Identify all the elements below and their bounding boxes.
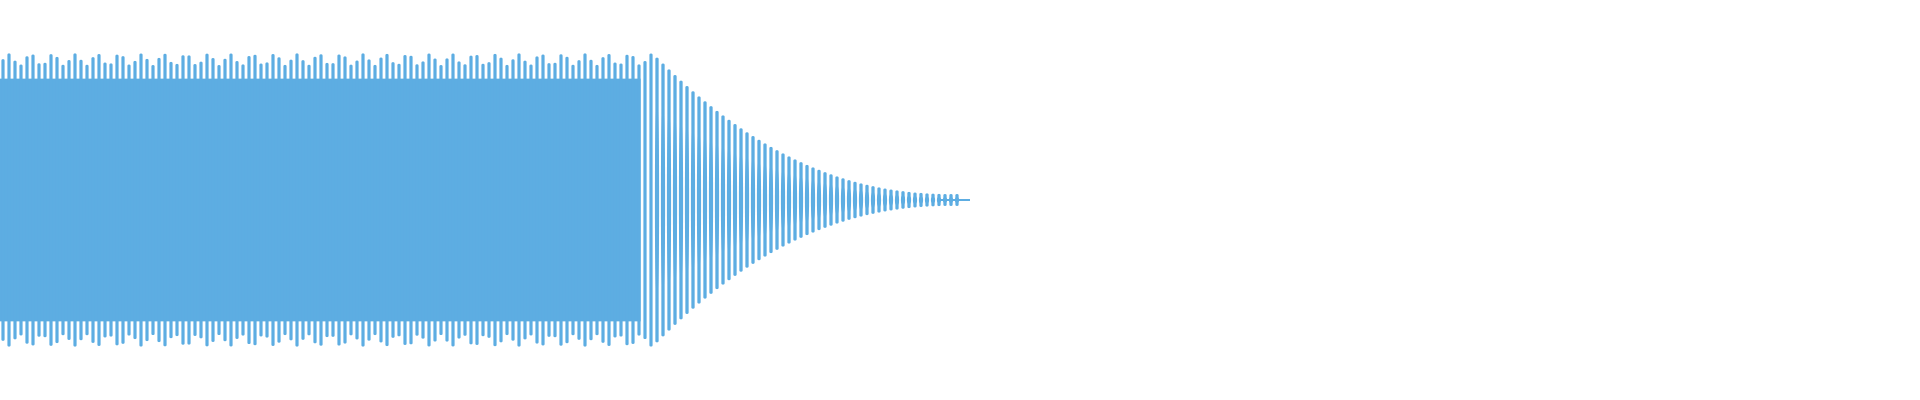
waveform-decay-lobe xyxy=(840,181,846,219)
waveform-decay-lobe xyxy=(726,129,732,271)
waveform-decay-lobe xyxy=(912,194,918,206)
waveform-decay-lobe xyxy=(804,169,810,231)
waveform-decay-lobe xyxy=(744,140,750,260)
waveform-decay-lobe xyxy=(822,176,828,224)
waveform-decay-lobe xyxy=(918,195,924,205)
waveform-decay-lobe xyxy=(894,192,900,208)
waveform-decay-lobe xyxy=(852,185,858,215)
waveform-decay-lobe xyxy=(738,136,744,264)
waveform-decay-lobe xyxy=(696,108,702,292)
waveform-decay-lobe xyxy=(666,83,672,317)
waveform-decay-lobe xyxy=(870,189,876,211)
waveform-decay-lobe xyxy=(792,164,798,236)
waveform-bars xyxy=(0,53,970,347)
waveform-decay-lobe xyxy=(846,183,852,217)
waveform-decay-lobe xyxy=(678,94,684,306)
waveform-decay-lobe xyxy=(834,180,840,220)
waveform-decay-lobe xyxy=(768,153,774,247)
waveform-decay-lobe xyxy=(714,121,720,279)
waveform-decay-lobe xyxy=(756,147,762,253)
waveform-decay-lobe xyxy=(762,150,768,250)
waveform-decay-lobe xyxy=(660,78,666,322)
waveform-decay-lobe xyxy=(684,98,690,302)
waveform-decay-lobe xyxy=(888,192,894,208)
waveform-decay-lobe xyxy=(930,195,936,205)
waveform-decay-lobe xyxy=(654,73,660,327)
waveform-decay-lobe xyxy=(864,187,870,213)
waveform-decay-lobe xyxy=(900,193,906,207)
waveform-decay-lobe xyxy=(690,103,696,297)
waveform-decay-lobe xyxy=(672,89,678,311)
waveform-decay-lobe xyxy=(828,178,834,222)
waveform-decay-lobe xyxy=(858,186,864,214)
waveform-decay-lobe xyxy=(720,125,726,275)
waveform-decay-lobe xyxy=(732,133,738,267)
waveform-decay-lobe xyxy=(924,195,930,205)
waveform-decay-lobe xyxy=(936,195,942,205)
waveform-decay-lobe xyxy=(708,117,714,283)
waveform-decay-lobe xyxy=(780,159,786,241)
waveform-decay-lobe xyxy=(702,112,708,288)
waveform-decay-lobe xyxy=(816,174,822,226)
waveform-decay-lobe xyxy=(810,172,816,228)
waveform-decay-lobe xyxy=(876,190,882,210)
waveform-decay-lobe xyxy=(774,156,780,244)
waveform-decay-lobe xyxy=(906,194,912,206)
waveform-decay-lobe xyxy=(786,162,792,238)
waveform-decay-lobe xyxy=(798,167,804,233)
waveform-decay-lobe xyxy=(882,191,888,209)
waveform-decay-lobe xyxy=(750,143,756,257)
